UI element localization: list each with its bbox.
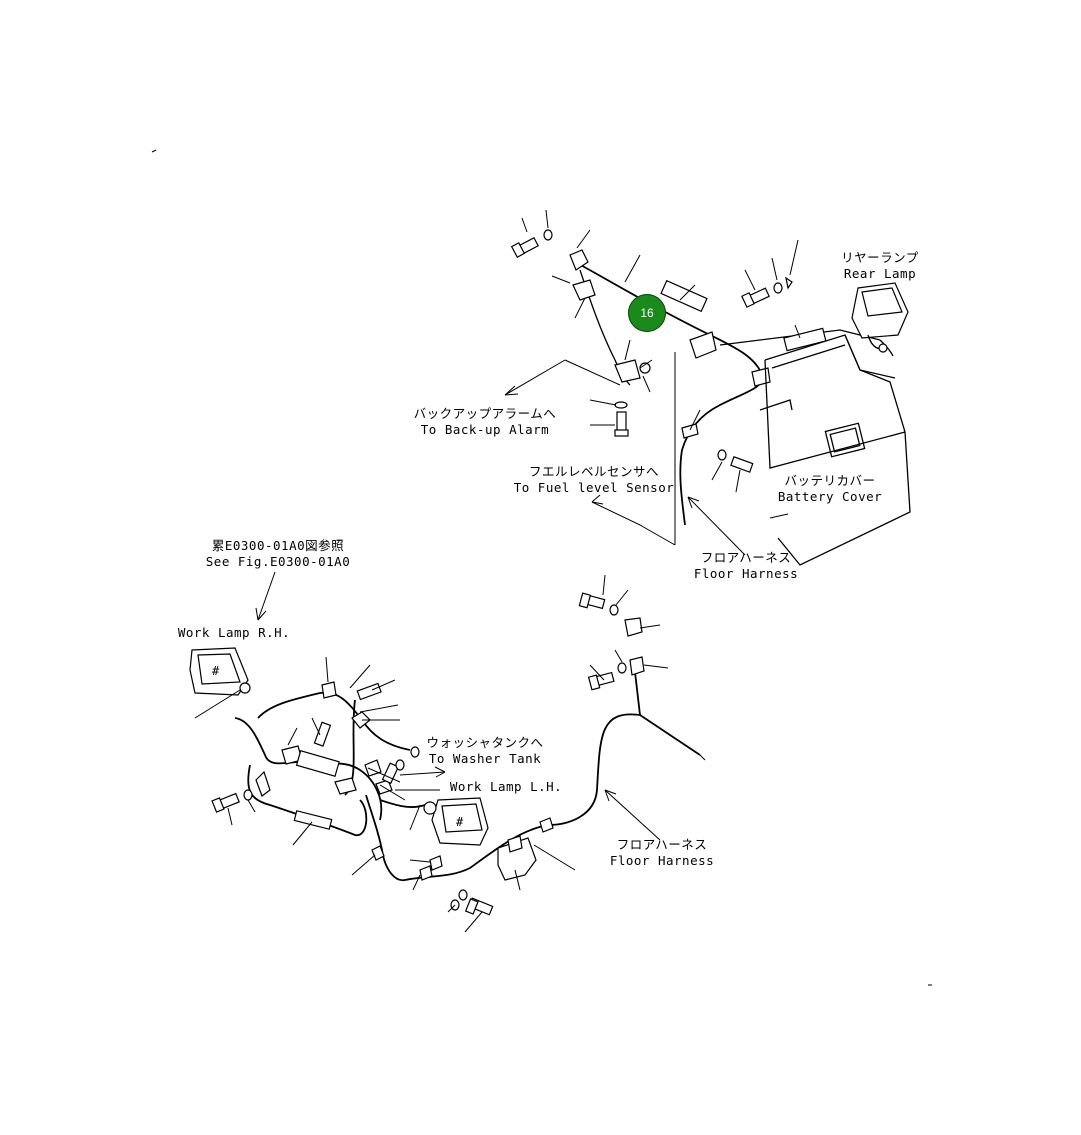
arrow-washer-tank xyxy=(399,766,446,778)
bolt-lower-center xyxy=(356,682,382,701)
work-lamp-lh-icon: # xyxy=(423,797,489,846)
arrow-floor-harness-lower xyxy=(604,789,661,841)
label-rear-lamp: リヤーランプ Rear Lamp xyxy=(832,250,928,282)
bolt-lower-mid2 xyxy=(381,762,400,785)
label-rear-lamp-jp: リヤーランプ xyxy=(841,250,919,265)
label-see-fig-en: See Fig.E0300-01A0 xyxy=(205,554,351,569)
work-lamp-rh-icon: # xyxy=(189,647,251,696)
label-battery-cover: バッテリカバー Battery Cover xyxy=(770,473,890,505)
label-fuel-sensor-jp: フエルレベルセンサへ xyxy=(528,464,659,479)
bolt-battery xyxy=(730,456,754,473)
label-backup-alarm-jp: バックアップアラームへ xyxy=(413,406,557,421)
svg-text:#: # xyxy=(456,815,464,829)
label-washer-tank-en: To Washer Tank xyxy=(428,751,542,766)
callout-16[interactable]: 16 xyxy=(628,294,666,332)
lower-leader-lines xyxy=(194,574,669,933)
label-backup-alarm-en: To Back-up Alarm xyxy=(420,422,550,437)
label-work-lamp-lh: Work Lamp L.H. xyxy=(444,779,568,795)
arrow-floor-harness-upper xyxy=(687,496,746,556)
upper-sleeve-2 xyxy=(783,327,827,352)
label-floor-harness-lower-en: Floor Harness xyxy=(609,853,715,868)
label-battery-cover-en: Battery Cover xyxy=(777,489,883,504)
label-floor-harness-lower-jp: フロアハーネス xyxy=(616,837,708,852)
lower-harness-loop xyxy=(247,764,368,836)
label-see-fig-jp: 累E0300-01A0図参照 xyxy=(211,538,345,553)
label-floor-harness-upper-en: Floor Harness xyxy=(693,566,799,581)
label-work-lamp-rh: Work Lamp R.H. xyxy=(172,625,296,641)
arrow-backup-alarm xyxy=(504,359,621,396)
rear-lamp-icon xyxy=(851,282,909,353)
arrow-see-fig xyxy=(255,571,276,621)
label-fuel-sensor-en: To Fuel level Sensor xyxy=(513,480,675,495)
label-floor-harness-upper: フロアハーネス Floor Harness xyxy=(688,550,804,582)
battery-cover xyxy=(759,334,911,566)
label-backup-alarm: バックアップアラームへ To Back-up Alarm xyxy=(412,406,558,438)
bolt-lower-left xyxy=(211,792,240,813)
lower-bracket xyxy=(497,837,537,881)
bolt-top-right xyxy=(741,287,770,308)
label-washer-tank-jp: ウォッシャタンクへ xyxy=(426,735,544,750)
label-rear-lamp-en: Rear Lamp xyxy=(843,266,917,281)
label-work-lamp-rh-en: Work Lamp R.H. xyxy=(177,625,291,640)
bolt-lower-mid xyxy=(313,721,332,747)
label-battery-cover-jp: バッテリカバー xyxy=(784,473,876,488)
bolt-floor-2 xyxy=(587,671,615,691)
upper-mount-bracket xyxy=(569,249,589,271)
label-work-lamp-lh-en: Work Lamp L.H. xyxy=(449,779,563,794)
arrow-fuel-sensor xyxy=(591,352,676,546)
label-see-fig: 累E0300-01A0図参照 See Fig.E0300-01A0 xyxy=(202,538,354,570)
svg-text:#: # xyxy=(212,664,220,678)
label-washer-tank: ウォッシャタンクへ To Washer Tank xyxy=(420,735,550,767)
bolt-bottom xyxy=(464,897,494,916)
upper-leader-lines xyxy=(521,209,801,493)
bolt-top-left xyxy=(510,236,539,258)
label-floor-harness-upper-jp: フロアハーネス xyxy=(700,550,792,565)
bolt-lower xyxy=(614,411,629,437)
label-floor-harness-lower: フロアハーネス Floor Harness xyxy=(604,837,720,869)
label-fuel-sensor: フエルレベルセンサへ To Fuel level Sensor xyxy=(506,464,682,496)
bolt-floor-1 xyxy=(578,592,606,610)
